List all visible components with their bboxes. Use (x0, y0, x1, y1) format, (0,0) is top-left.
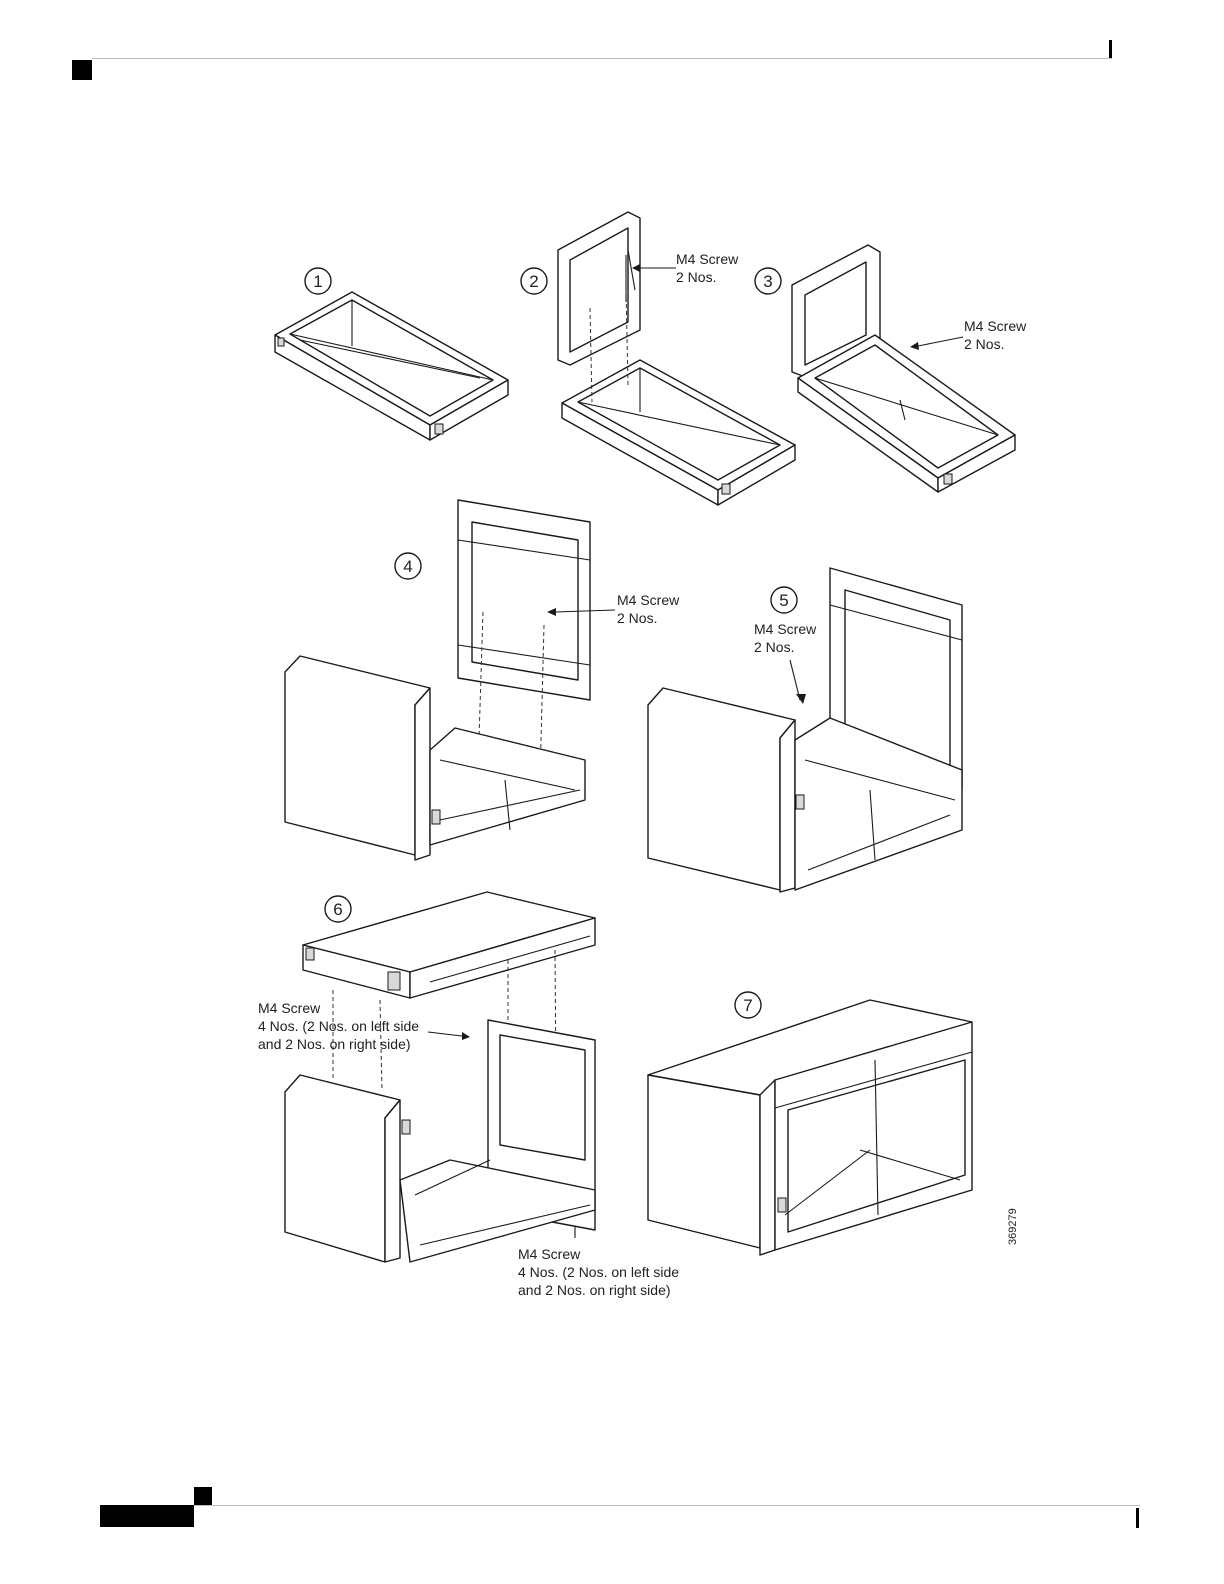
svg-text:M4 Screw: M4 Screw (964, 318, 1027, 334)
step-marker-1: 1 (305, 268, 331, 294)
step6-assembly (285, 892, 595, 1262)
step1-base-frame (275, 292, 508, 440)
svg-text:2 Nos.: 2 Nos. (754, 639, 794, 655)
step5-assembly (648, 568, 962, 892)
svg-text:1: 1 (313, 272, 322, 291)
footer-rule (194, 1505, 1140, 1506)
footer-page-tab (100, 1505, 194, 1527)
svg-text:2: 2 (529, 272, 538, 291)
svg-text:M4 Screw: M4 Screw (258, 1000, 321, 1016)
step-marker-2: 2 (521, 268, 547, 294)
step-marker-3: 3 (755, 268, 781, 294)
header-marker (72, 60, 92, 80)
svg-text:4 Nos. (2 Nos. on left side: 4 Nos. (2 Nos. on left side (258, 1018, 419, 1034)
svg-text:3: 3 (763, 272, 772, 291)
svg-text:2 Nos.: 2 Nos. (676, 269, 716, 285)
svg-text:2 Nos.: 2 Nos. (617, 610, 657, 626)
step-marker-4: 4 (395, 553, 421, 579)
step-marker-5: 5 (771, 587, 797, 613)
footer-marker (194, 1487, 212, 1505)
step3-assembly (792, 245, 1015, 492)
header-tick (1109, 40, 1112, 58)
svg-text:5: 5 (779, 591, 788, 610)
annotation-step3: M4 Screw 2 Nos. (964, 318, 1027, 352)
assembly-figure: 1 2 3 4 5 6 7 M4 Screw 2 Nos. M4 Screw 2… (250, 200, 1050, 1310)
step-marker-7: 7 (735, 992, 761, 1018)
footer-tick (1136, 1508, 1139, 1528)
svg-text:M4 Screw: M4 Screw (617, 592, 680, 608)
svg-text:2 Nos.: 2 Nos. (964, 336, 1004, 352)
svg-text:M4 Screw: M4 Screw (676, 251, 739, 267)
svg-text:M4 Screw: M4 Screw (518, 1246, 581, 1262)
annotation-step5: M4 Screw 2 Nos. (754, 621, 817, 655)
step4-assembly (285, 500, 615, 860)
annotation-step6-top: M4 Screw 4 Nos. (2 Nos. on left side and… (258, 1000, 419, 1052)
header-rule (92, 58, 1112, 59)
svg-text:and 2 Nos. on right side): and 2 Nos. on right side) (258, 1036, 411, 1052)
step7-chassis (648, 1000, 972, 1255)
svg-text:6: 6 (333, 900, 342, 919)
svg-text:and 2 Nos. on right side): and 2 Nos. on right side) (518, 1282, 671, 1298)
step-marker-6: 6 (325, 896, 351, 922)
annotation-step4: M4 Screw 2 Nos. (617, 592, 680, 626)
figure-id: 369279 (1007, 1208, 1019, 1245)
annotation-step2: M4 Screw 2 Nos. (676, 251, 739, 285)
svg-text:4: 4 (403, 557, 412, 576)
svg-text:7: 7 (743, 996, 752, 1015)
annotation-step6-bottom: M4 Screw 4 Nos. (2 Nos. on left side and… (518, 1246, 679, 1298)
svg-text:4 Nos. (2 Nos. on left side: 4 Nos. (2 Nos. on left side (518, 1264, 679, 1280)
svg-text:M4 Screw: M4 Screw (754, 621, 817, 637)
